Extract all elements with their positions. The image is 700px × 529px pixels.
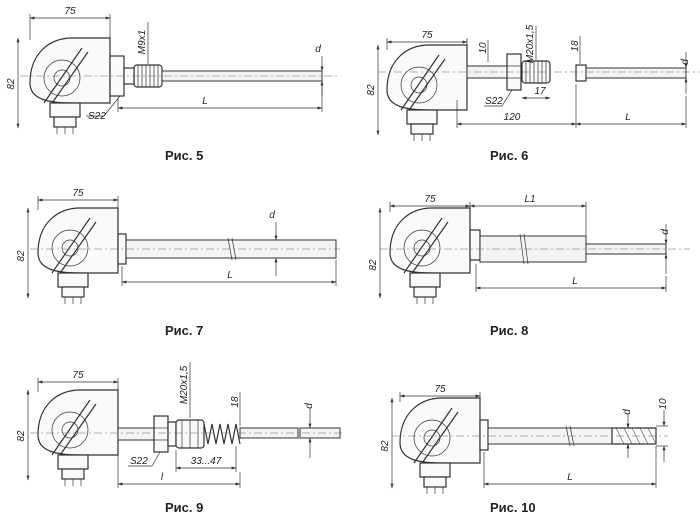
fig5-caption: Рис. 5 xyxy=(165,148,203,163)
figure-8: 75 L1 82 d L Рис. 8 xyxy=(368,194,690,338)
fig6-nut-width-dim: 10 xyxy=(478,42,489,54)
fig9-thread-dim: M20x1,5 xyxy=(179,365,190,404)
fig5-length-dim: L xyxy=(202,96,208,107)
fig9-length-dim: l xyxy=(161,472,164,483)
fig5-wrench-dim: S22 xyxy=(88,111,106,122)
fig8-length-dim: L xyxy=(572,276,578,287)
fig7-diameter-dim: d xyxy=(269,210,275,221)
fig10-diameter-dim: d xyxy=(622,409,633,415)
fig9-height-dim: 82 xyxy=(16,430,27,442)
fig6-length-dim: L xyxy=(625,112,631,123)
fig6-wrench-dim: S22 xyxy=(485,96,503,107)
fig8-l1-dim: L1 xyxy=(524,194,535,205)
fig10-width-dim: 75 xyxy=(434,384,446,395)
fig7-length-dim: L xyxy=(227,270,233,281)
fig10-length-dim: L xyxy=(567,472,573,483)
fig6-height-dim: 82 xyxy=(366,84,377,96)
fig8-height-dim: 82 xyxy=(368,259,379,271)
fig9-caption: Рис. 9 xyxy=(165,500,203,515)
figure-10: 75 82 d 10 L Рис. 10 xyxy=(380,384,669,515)
fig7-caption: Рис. 7 xyxy=(165,323,203,338)
fig5-width-dim: 75 xyxy=(64,6,76,17)
fig8-diameter-dim: d xyxy=(660,229,671,235)
fig6-thread-dim: M20x1,5 xyxy=(525,24,536,63)
fig6-width-dim: 75 xyxy=(421,30,433,41)
fig6-diameter-dim: d xyxy=(680,59,691,65)
fig5-diameter-dim: d xyxy=(315,44,321,55)
fig9-width-dim: 75 xyxy=(72,370,84,381)
figure-7: 75 82 d L Рис. 7 xyxy=(16,188,340,338)
fig6-dia18-dim: 18 xyxy=(570,40,581,52)
fig6-caption: Рис. 6 xyxy=(490,148,528,163)
fig5-thread-dim: M9x1 xyxy=(137,30,148,54)
fig6-length120-dim: 120 xyxy=(504,112,521,123)
fig9-diameter-dim: d xyxy=(304,403,315,409)
fig7-width-dim: 75 xyxy=(72,188,84,199)
fig8-caption: Рис. 8 xyxy=(490,323,528,338)
fig9-range-dim: 33...47 xyxy=(191,456,222,467)
fig8-width-dim: 75 xyxy=(424,194,436,205)
fig9-dia18-dim: 18 xyxy=(230,396,241,408)
figure-5: 75 82 M9x1 d L S22 Рис. 5 xyxy=(6,6,340,163)
fig10-caption: Рис. 10 xyxy=(490,500,536,515)
fig7-height-dim: 82 xyxy=(16,250,27,262)
fig9-wrench-dim: S22 xyxy=(130,456,148,467)
fig6-fitting-dim: 17 xyxy=(534,86,546,97)
fig5-height-dim: 82 xyxy=(6,78,17,90)
fig10-height-dim: 82 xyxy=(380,440,391,452)
fig10-tip-dim: 10 xyxy=(658,398,669,410)
figure-9: 75 82 M20x1,5 18 d S22 33...47 l Рис. 9 xyxy=(16,362,345,515)
figure-6: 75 82 10 M20x1,5 18 d S22 17 120 L Рис. … xyxy=(366,24,700,163)
